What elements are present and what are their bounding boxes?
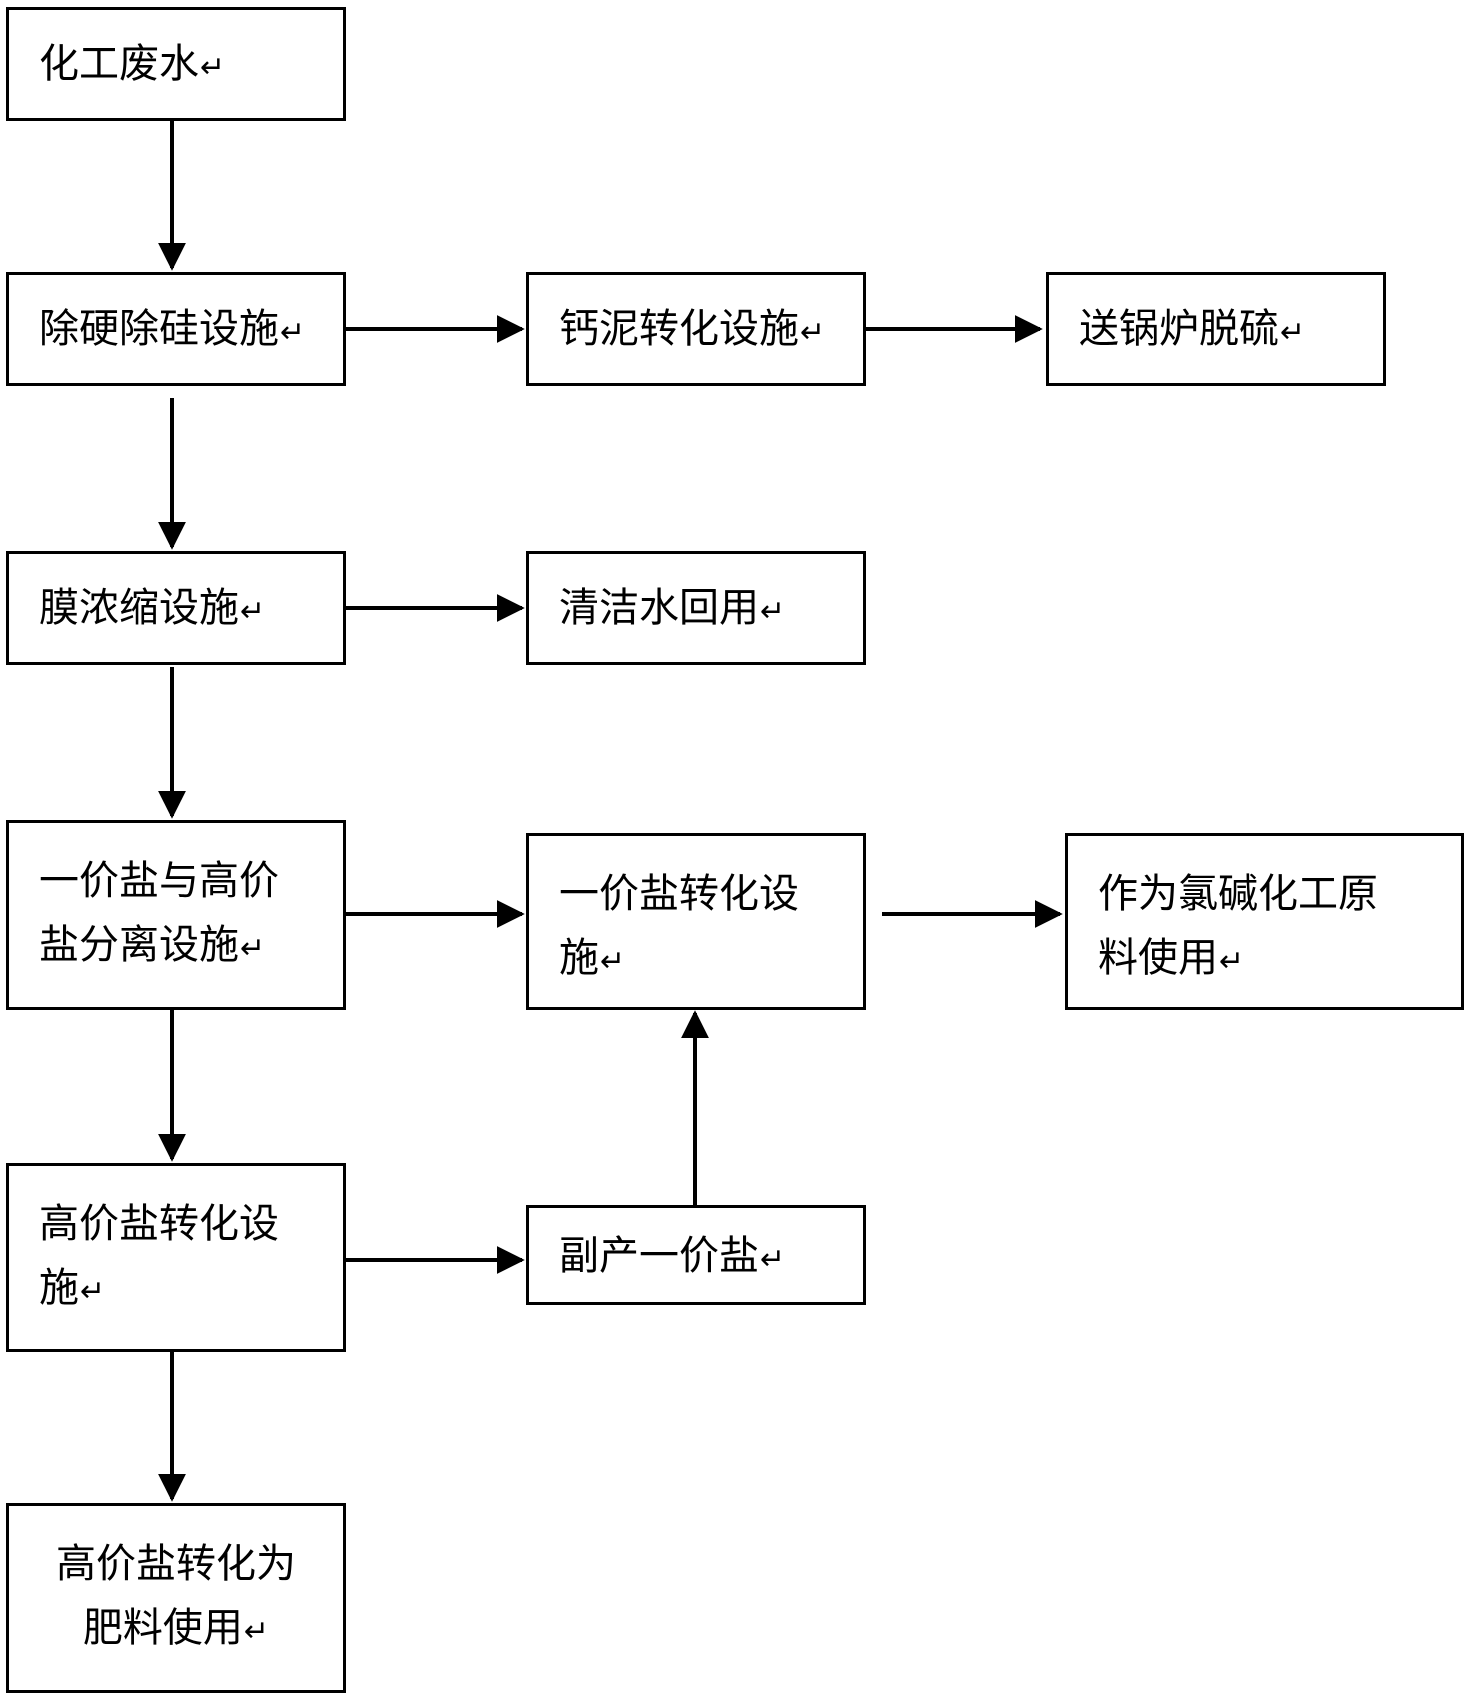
node-label: 一价盐与高价 盐分离设施↵ — [39, 858, 279, 968]
node-multivalent-salt-conversion: 高价盐转化设 施↵ — [6, 1163, 346, 1352]
node-byproduct-monovalent-salt: 副产一价盐↵ — [526, 1205, 866, 1305]
node-label: 作为氯碱化工原 料使用↵ — [1098, 871, 1378, 981]
node-fertilizer-use: 高价盐转化为 肥料使用↵ — [6, 1503, 346, 1693]
node-calcium-sludge-conversion: 钙泥转化设施↵ — [526, 272, 866, 386]
node-salt-separation: 一价盐与高价 盐分离设施↵ — [6, 820, 346, 1010]
node-label: 除硬除硅设施↵ — [39, 306, 306, 352]
node-label: 膜浓缩设施↵ — [39, 585, 266, 631]
node-label: 一价盐转化设 施↵ — [559, 871, 799, 981]
node-chlor-alkali-feedstock: 作为氯碱化工原 料使用↵ — [1065, 833, 1464, 1010]
node-boiler-desulfurization: 送锅炉脱硫↵ — [1046, 272, 1386, 386]
node-membrane-concentration: 膜浓缩设施↵ — [6, 551, 346, 665]
node-label: 化工废水↵ — [39, 41, 226, 87]
node-label: 副产一价盐↵ — [559, 1233, 786, 1279]
node-label: 高价盐转化为 肥料使用↵ — [56, 1541, 296, 1651]
node-clean-water-reuse: 清洁水回用↵ — [526, 551, 866, 665]
node-monovalent-salt-conversion: 一价盐转化设 施↵ — [526, 833, 866, 1010]
node-wastewater: 化工废水↵ — [6, 7, 346, 121]
node-label: 钙泥转化设施↵ — [559, 306, 826, 352]
node-label: 清洁水回用↵ — [559, 585, 786, 631]
node-label: 高价盐转化设 施↵ — [39, 1201, 279, 1311]
node-label: 送锅炉脱硫↵ — [1079, 306, 1306, 352]
node-hardness-silica-removal: 除硬除硅设施↵ — [6, 272, 346, 386]
